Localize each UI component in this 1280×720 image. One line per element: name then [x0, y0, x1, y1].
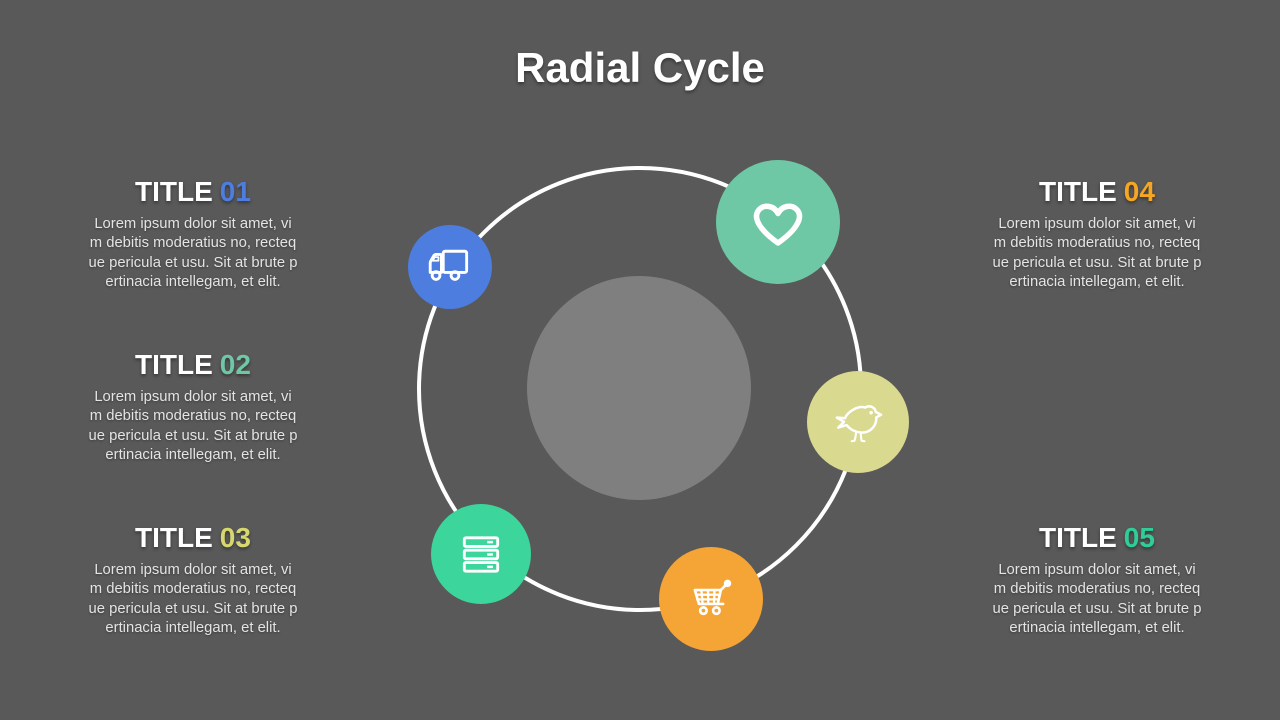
block-title-label: TITLE: [1039, 176, 1117, 207]
block-title-label: TITLE: [135, 349, 213, 380]
node-bird: [807, 371, 909, 473]
block-title-number: 05: [1123, 522, 1155, 553]
body-line: Lorem ipsum dolor sit amet, vi: [998, 562, 1196, 578]
block-title-number: 02: [219, 349, 251, 380]
block-title-label: TITLE: [135, 176, 213, 207]
block-title-number: 04: [1123, 176, 1155, 207]
body-line: Lorem ipsum dolor sit amet, vi: [998, 216, 1196, 232]
body-line: m debitis moderatius no, recteq: [89, 581, 297, 598]
block-body: Lorem ipsum dolor sit amet, vi m debitis…: [70, 215, 316, 293]
block-title-number: 03: [219, 522, 251, 553]
node-truck: [408, 225, 492, 309]
body-line: ue pericula et usu. Sit at brute p: [88, 427, 298, 444]
body-line: ue pericula et usu. Sit at brute p: [992, 254, 1202, 271]
body-line: ertinacia intellegam, et elit.: [1009, 274, 1185, 291]
bird-icon: [835, 405, 883, 443]
body-line: m debitis moderatius no, recteq: [993, 581, 1201, 598]
block-body: Lorem ipsum dolor sit amet, vi m debitis…: [974, 215, 1220, 293]
body-line: ue pericula et usu. Sit at brute p: [992, 600, 1202, 617]
body-line: ertinacia intellegam, et elit.: [105, 620, 281, 637]
node-heart: [716, 160, 840, 284]
body-line: Lorem ipsum dolor sit amet, vi: [94, 216, 292, 232]
server-icon: [462, 535, 500, 573]
body-line: ertinacia intellegam, et elit.: [105, 274, 281, 291]
node-cart: [659, 547, 763, 651]
heart-icon: [753, 203, 803, 246]
block-body: Lorem ipsum dolor sit amet, vi m debitis…: [70, 561, 316, 639]
body-line: m debitis moderatius no, recteq: [89, 408, 297, 425]
block-title-number: 01: [219, 176, 251, 207]
node-server: [431, 504, 531, 604]
block-title-label: TITLE: [1039, 522, 1117, 553]
body-line: ertinacia intellegam, et elit.: [1009, 620, 1185, 637]
block-body: Lorem ipsum dolor sit amet, vi m debitis…: [974, 561, 1220, 639]
body-line: ue pericula et usu. Sit at brute p: [88, 600, 298, 617]
body-line: m debitis moderatius no, recteq: [993, 235, 1201, 252]
body-line: ue pericula et usu. Sit at brute p: [88, 254, 298, 271]
block-title-label: TITLE: [135, 522, 213, 553]
body-line: m debitis moderatius no, recteq: [89, 235, 297, 252]
body-line: Lorem ipsum dolor sit amet, vi: [94, 389, 292, 405]
center-circle: [527, 276, 751, 500]
cart-icon: [693, 579, 732, 616]
page-title: Radial Cycle: [515, 44, 765, 91]
body-line: Lorem ipsum dolor sit amet, vi: [94, 562, 292, 578]
block-body: Lorem ipsum dolor sit amet, vi m debitis…: [70, 388, 316, 466]
truck-icon: [428, 249, 469, 281]
body-line: ertinacia intellegam, et elit.: [105, 447, 281, 464]
